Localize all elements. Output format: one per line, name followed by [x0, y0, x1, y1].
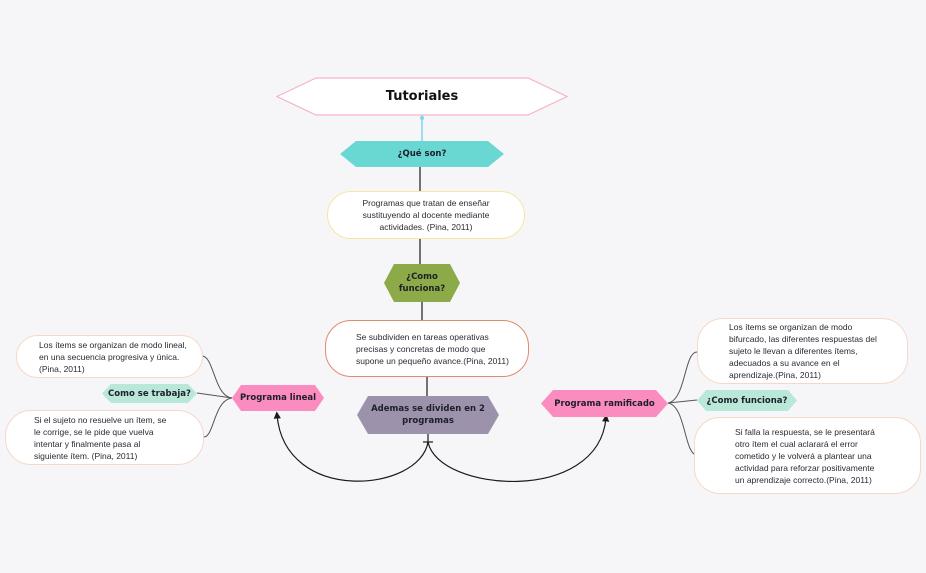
ramificado-funciona-label: ¿Como funciona? [706, 395, 788, 406]
ramificado-note-1: Los ítems se organizan de modo bifurcado… [697, 318, 908, 384]
connector-ramificado-funciona [667, 399, 698, 404]
lineal-text-2: Si el sujeto no resuelve un ítem, se le … [34, 414, 167, 461]
lineal-note-2: Si el sujeto no resuelve un ítem, se le … [5, 410, 204, 465]
connector-dividen-lineal [273, 411, 429, 482]
connector-dividen-ramificado [427, 414, 610, 482]
como-funciona-text: Se subdividen en tareas operativas preci… [356, 331, 509, 366]
como-trabaja-label: Como se trabaja? [108, 388, 191, 399]
connector-ramificado-text2 [667, 402, 698, 456]
connector-lineal-trabaja [196, 392, 233, 399]
lineal-label: Programa lineal [239, 393, 317, 403]
que-son-text: Programas que tratan de enseñar sustituy… [362, 198, 490, 232]
ramificado-note-2: Si falla la respuesta, se le presentará … [694, 417, 921, 494]
lineal-text-1: Los ítems se organizan de modo lineal, e… [39, 339, 187, 374]
como-trabaja-shape [102, 384, 197, 403]
title-shape [276, 77, 568, 116]
como-funciona-label: ¿Como funciona? [398, 272, 446, 294]
title-label: Tutoriales [385, 89, 459, 104]
como-funciona-shape [384, 264, 460, 302]
ramificado-text-2: Si falla la respuesta, se le presentará … [735, 426, 875, 485]
connector-lineal-text1 [201, 355, 233, 399]
como-funciona-note: Se subdividen en tareas operativas preci… [325, 320, 529, 377]
ramificado-label: Programa ramificado [554, 398, 655, 409]
ramificado-funciona-shape [697, 390, 797, 411]
que-son-shape [340, 141, 504, 167]
ramificado-shape [541, 390, 668, 417]
que-son-label: ¿Qué son? [397, 149, 447, 159]
que-son-note: Programas que tratan de enseñar sustituy… [327, 191, 525, 239]
connector-lineal-text2 [203, 397, 233, 438]
connector-ramificado-text1 [667, 351, 698, 404]
ramificado-text-1: Los ítems se organizan de modo bifurcado… [729, 322, 877, 380]
lineal-note-1: Los ítems se organizan de modo lineal, e… [16, 335, 203, 378]
title-stem-dot [420, 116, 424, 120]
dividen-shape [357, 396, 499, 434]
dividen-label: Ademas se dividen en 2 programas [371, 404, 485, 426]
lineal-shape [232, 385, 324, 411]
